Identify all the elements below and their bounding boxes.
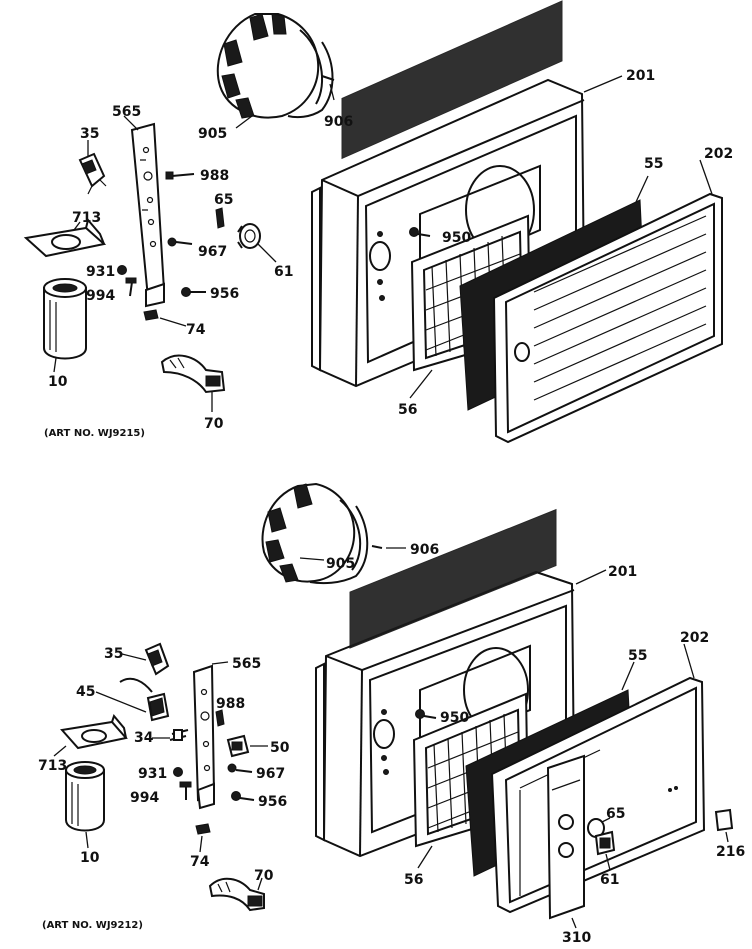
fan-shroud-905 bbox=[216, 13, 334, 119]
label-565-b: 565 bbox=[232, 656, 261, 672]
diagram-top: 201 202 55 56 950 905 906 565 35 988 65 … bbox=[23, 0, 733, 444]
label-35: 35 bbox=[80, 126, 99, 142]
label-201: 201 bbox=[626, 68, 655, 84]
part-216 bbox=[714, 808, 734, 832]
screw-956 bbox=[181, 287, 206, 297]
screw-988-b bbox=[215, 709, 225, 727]
screw-956-b bbox=[231, 791, 255, 801]
label-906: 906 bbox=[324, 114, 353, 130]
label-70-b: 70 bbox=[254, 868, 274, 884]
wire-assembly-45 bbox=[119, 677, 170, 722]
switch-70 bbox=[160, 354, 226, 394]
fan-shroud-905-b bbox=[261, 482, 369, 585]
label-994: 994 bbox=[86, 288, 115, 304]
label-10: 10 bbox=[48, 374, 68, 390]
label-61: 61 bbox=[274, 264, 293, 280]
capacitor-10 bbox=[43, 278, 87, 360]
label-905: 905 bbox=[198, 126, 227, 142]
capacitor-bracket-713-b bbox=[60, 713, 128, 750]
label-994-b: 994 bbox=[130, 790, 159, 806]
label-70: 70 bbox=[204, 416, 224, 432]
clip-74 bbox=[143, 309, 159, 321]
switch-70-b bbox=[208, 877, 265, 912]
label-35-b: 35 bbox=[104, 646, 123, 662]
label-988: 988 bbox=[200, 168, 229, 184]
screw-931-b bbox=[173, 767, 183, 777]
clip-74-b bbox=[195, 823, 211, 835]
label-74-b: 74 bbox=[190, 854, 210, 870]
front-panel-202 bbox=[492, 192, 723, 444]
label-956-b: 956 bbox=[258, 794, 287, 810]
label-967: 967 bbox=[198, 244, 227, 260]
screw-994-b bbox=[179, 781, 192, 800]
caption-art-number-b: (ART NO. WJ9212) bbox=[42, 920, 143, 931]
label-956: 956 bbox=[210, 286, 239, 302]
screw-967-b bbox=[227, 763, 253, 773]
knob-61 bbox=[237, 223, 261, 249]
clip-906-b bbox=[371, 545, 383, 549]
label-988-b: 988 bbox=[216, 696, 245, 712]
label-61-b: 61 bbox=[600, 872, 619, 888]
label-905-b: 905 bbox=[326, 556, 355, 572]
cabinet-201 bbox=[311, 0, 586, 388]
label-950: 950 bbox=[442, 230, 471, 246]
label-45: 45 bbox=[76, 684, 95, 700]
bracket-565 bbox=[130, 122, 166, 308]
label-967-b: 967 bbox=[256, 766, 285, 782]
label-713: 713 bbox=[72, 210, 101, 226]
bracket-565-b bbox=[192, 664, 216, 810]
caption-art-number: (ART NO. WJ9215) bbox=[44, 428, 145, 439]
screw-988 bbox=[165, 171, 195, 180]
label-565: 565 bbox=[112, 104, 141, 120]
capacitor-10-b bbox=[65, 761, 105, 832]
screw-994 bbox=[125, 277, 137, 297]
part-34 bbox=[169, 729, 189, 741]
label-202-b: 202 bbox=[680, 630, 709, 646]
label-202: 202 bbox=[704, 146, 733, 162]
label-65-b: 65 bbox=[606, 806, 625, 822]
label-65: 65 bbox=[214, 192, 233, 208]
label-34: 34 bbox=[134, 730, 154, 746]
label-56-b: 56 bbox=[404, 872, 423, 888]
front-panel-202-b bbox=[490, 676, 706, 914]
relay-35-b bbox=[144, 642, 170, 676]
label-931-b: 931 bbox=[138, 766, 167, 782]
control-panel-310 bbox=[546, 754, 585, 920]
label-74: 74 bbox=[186, 322, 206, 338]
label-906-b: 906 bbox=[410, 542, 439, 558]
label-201-b: 201 bbox=[608, 564, 637, 580]
label-216: 216 bbox=[716, 844, 745, 860]
screw-931 bbox=[117, 265, 127, 275]
label-931: 931 bbox=[86, 264, 115, 280]
label-55-b: 55 bbox=[628, 648, 647, 664]
label-310: 310 bbox=[562, 930, 591, 946]
screw-950 bbox=[409, 227, 431, 237]
label-950-b: 950 bbox=[440, 710, 469, 726]
label-56: 56 bbox=[398, 402, 417, 418]
screw-950-b bbox=[415, 709, 437, 719]
screw-65 bbox=[215, 207, 225, 229]
knob-61-b bbox=[594, 830, 616, 856]
relay-35 bbox=[78, 152, 107, 195]
label-50: 50 bbox=[270, 740, 290, 756]
label-55: 55 bbox=[644, 156, 663, 172]
label-713-b: 713 bbox=[38, 758, 67, 774]
screw-967 bbox=[167, 237, 193, 247]
capacitor-bracket-713 bbox=[23, 217, 107, 258]
label-10-b: 10 bbox=[80, 850, 100, 866]
diagram-bottom: 905 906 201 202 55 950 35 565 45 988 34 … bbox=[38, 482, 745, 946]
switch-50 bbox=[226, 734, 250, 758]
